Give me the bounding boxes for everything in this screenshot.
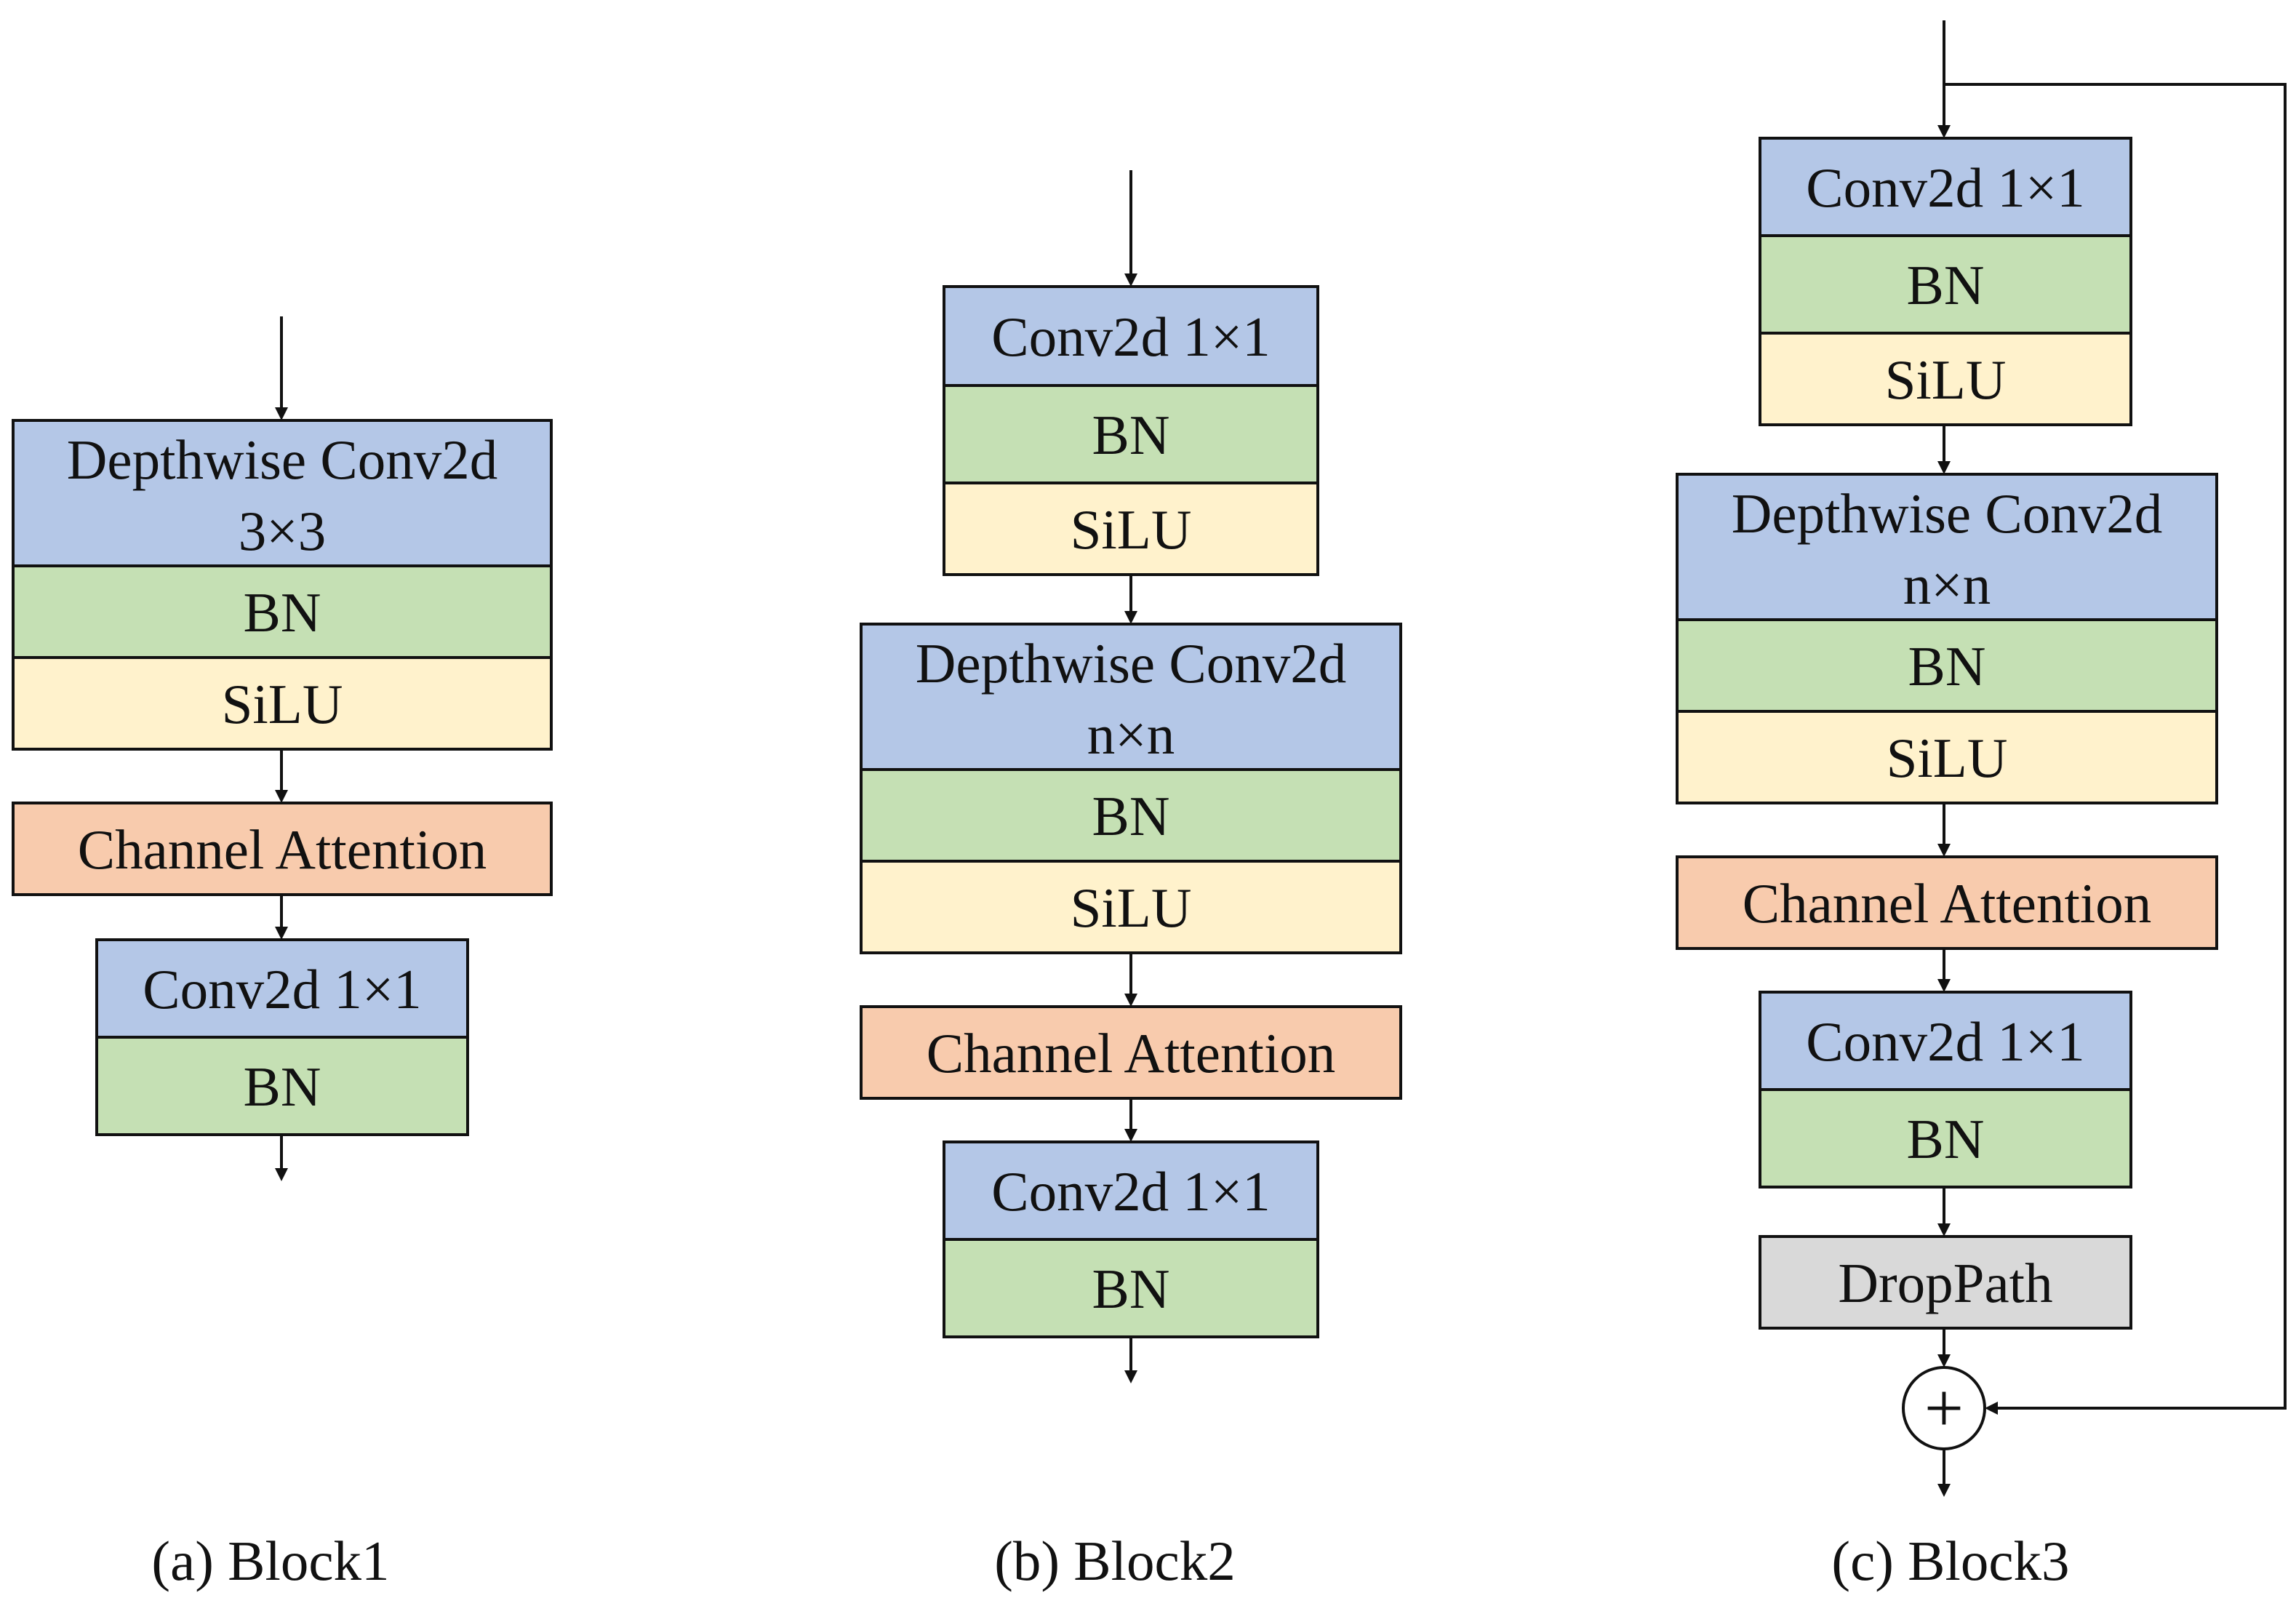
block2-layer-0-conv2d-1x1-box xyxy=(943,285,1319,387)
block2-caption: (b) Block2 xyxy=(994,1530,1235,1592)
block1-layer-4-conv2d-1x1-box xyxy=(95,938,469,1039)
block2-layer-1-bn-label: BN xyxy=(1092,404,1170,466)
block2-arrow-silu-to-attention-head xyxy=(1124,994,1137,1007)
block2-output-arrow-head xyxy=(1124,1370,1137,1383)
block2-layer-5-silu-label: SiLU xyxy=(1071,876,1192,939)
block1-arrow-silu-to-attention-head xyxy=(275,790,288,803)
block3-caption: (c) Block3 xyxy=(1831,1530,2069,1592)
block1-arrow-attention-to-conv-head xyxy=(275,927,288,940)
block2-arrow-silu-to-depthwise-head xyxy=(1124,611,1137,624)
block3-arrow-bn-to-droppath-head xyxy=(1937,1223,1951,1237)
block3-output-arrow-head xyxy=(1937,1484,1951,1497)
block2-layer-3-depthwise-conv2d-label-line1: Depthwise Conv2d xyxy=(916,632,1346,695)
block3-layer-3-depthwise-conv2d-label-line2: n×n xyxy=(1903,554,1991,616)
block3-layer-2-silu-label: SiLU xyxy=(1885,348,2007,411)
block1-layer-1-bn-label: BN xyxy=(244,581,321,644)
block3-layer-3-depthwise-conv2d-box xyxy=(1676,473,2218,621)
block2-layer-3-depthwise-conv2d-label-line2: n×n xyxy=(1087,703,1175,766)
block3-arrow-silu-to-depthwise-head xyxy=(1937,461,1951,474)
block3-layer-6-channel-attention-box xyxy=(1676,855,2218,950)
block1-caption: (a) Block1 xyxy=(151,1530,389,1592)
block3-layer-7-conv2d-1x1-label: Conv2d 1×1 xyxy=(1806,1010,2085,1073)
block2-layer-4-bn-label: BN xyxy=(1092,785,1170,847)
block3-layer-4-bn-box xyxy=(1676,618,2218,713)
block3-layer-9-droppath-label: DropPath xyxy=(1838,1252,2052,1314)
block1-layer-2-silu-label: SiLU xyxy=(222,673,343,735)
block1-layer-5-bn-label: BN xyxy=(244,1055,321,1118)
block1-layer-4-conv2d-1x1-label: Conv2d 1×1 xyxy=(143,958,422,1020)
block2-layer-8-bn-label: BN xyxy=(1092,1258,1170,1320)
block3-arrow-droppath-to-add-head xyxy=(1937,1354,1951,1367)
block1-layer-1-bn-box xyxy=(12,564,553,659)
block3-layer-8-bn-box xyxy=(1759,1088,2132,1188)
block3-layer-9-droppath-box xyxy=(1759,1235,2132,1330)
block1-layer-3-channel-attention-box xyxy=(12,802,553,896)
block3-arrow-silu-to-attention-head xyxy=(1937,844,1951,857)
block1-input-arrow-head xyxy=(275,407,288,420)
block2-input-arrow-head xyxy=(1124,273,1137,287)
block2-layer-3-depthwise-conv2d-box xyxy=(860,623,1402,771)
block1-layer-0-depthwise-conv2d-label-line2: 3×3 xyxy=(239,500,326,562)
block3-layer-0-conv2d-1x1-label: Conv2d 1×1 xyxy=(1806,156,2085,219)
block2-arrow-attention-to-conv-head xyxy=(1124,1129,1137,1142)
block1-layer-0-depthwise-conv2d-label-line1: Depthwise Conv2d xyxy=(67,428,497,491)
block3-layer-8-bn-label: BN xyxy=(1907,1108,1985,1170)
block2-layer-4-bn-box xyxy=(860,768,1402,863)
block2-layer-2-silu-box xyxy=(943,482,1319,576)
block3-arrow-attention-to-conv-head xyxy=(1937,979,1951,992)
block3-layer-2-silu-box xyxy=(1759,332,2132,426)
block3-add-symbol: + xyxy=(1924,1369,1964,1447)
block2-layer-7-conv2d-1x1-box xyxy=(943,1140,1319,1241)
block2-layer-5-silu-box xyxy=(860,860,1402,954)
block1-layer-5-bn-box xyxy=(95,1036,469,1136)
block2-layer-7-conv2d-1x1-label: Conv2d 1×1 xyxy=(991,1160,1271,1223)
block3-layer-5-silu-box xyxy=(1676,710,2218,804)
block2-layer-2-silu-label: SiLU xyxy=(1071,498,1192,561)
block2-layer-6-channel-attention-label: Channel Attention xyxy=(927,1022,1335,1084)
block2-layer-1-bn-box xyxy=(943,384,1319,484)
block3-input-arrow-head xyxy=(1937,125,1951,138)
block1-group: Depthwise Conv2d 3×3BN SiLU Channel Attenti… xyxy=(12,316,553,1181)
block1-output-arrow-head xyxy=(275,1168,288,1181)
block2-layer-8-bn-box xyxy=(943,1238,1319,1338)
block2-layer-0-conv2d-1x1-label: Conv2d 1×1 xyxy=(991,305,1271,368)
block3-residual-connection-head xyxy=(1985,1402,1998,1415)
block1-layer-3-channel-attention-label: Channel Attention xyxy=(78,818,487,881)
block3-layer-0-conv2d-1x1-box xyxy=(1759,137,2132,237)
block3-residual-connection xyxy=(1944,83,2287,1410)
block3-layer-6-channel-attention-label: Channel Attention xyxy=(1743,872,2151,935)
block3-layer-1-bn-label: BN xyxy=(1907,254,1985,316)
block3-layer-3-depthwise-conv2d-label-line1: Depthwise Conv2d xyxy=(1732,482,2162,545)
block2-layer-6-channel-attention-box xyxy=(860,1005,1402,1100)
block3-layer-4-bn-label: BN xyxy=(1908,635,1986,698)
block3-layer-5-silu-label: SiLU xyxy=(1887,727,2008,789)
